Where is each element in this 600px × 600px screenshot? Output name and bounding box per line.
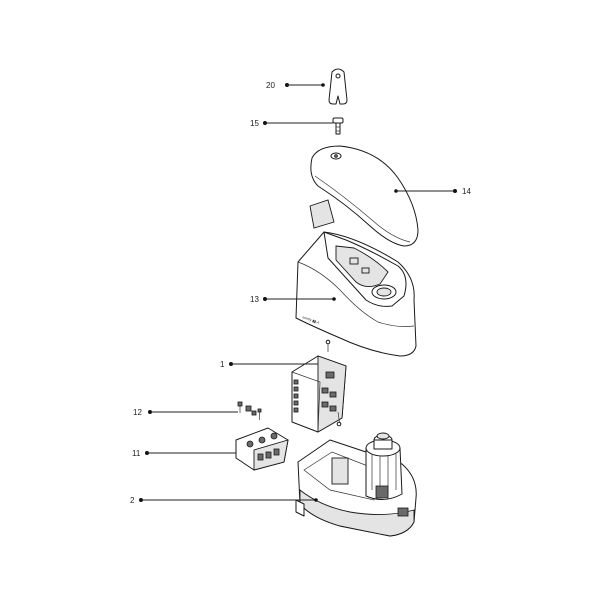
callout-label: 12: [133, 408, 142, 417]
part-1-control-unit: [291, 339, 347, 433]
callout-label: 11: [132, 449, 141, 458]
callout-15: 15: [250, 119, 333, 128]
callout-label: 20: [266, 81, 275, 90]
callout-20: 20: [266, 81, 325, 90]
part-13-housing: somfy ▮▮ A: [295, 231, 417, 357]
part-15-screw: [332, 117, 344, 135]
callout-label: 14: [462, 187, 471, 196]
callout-label: 1: [220, 360, 225, 369]
callout-label: 15: [250, 119, 259, 128]
callout-11: 11: [132, 449, 236, 458]
callout-2: 2: [130, 496, 318, 505]
callout-label: 2: [130, 496, 135, 505]
svg-text:somfy ▮▮ A: somfy ▮▮ A: [302, 315, 321, 325]
callout-label: 13: [250, 295, 259, 304]
callout-13: 13: [250, 295, 336, 304]
callout-1: 1: [220, 360, 318, 369]
part-12-fasteners: [237, 401, 262, 420]
callout-14: 14: [394, 187, 471, 196]
part-14-top-cover: [309, 145, 419, 247]
part-11-terminal-block: [235, 427, 289, 471]
part-2-motor-base: [295, 432, 417, 537]
part-20-release-key: [328, 68, 348, 105]
callout-12: 12: [133, 408, 238, 417]
